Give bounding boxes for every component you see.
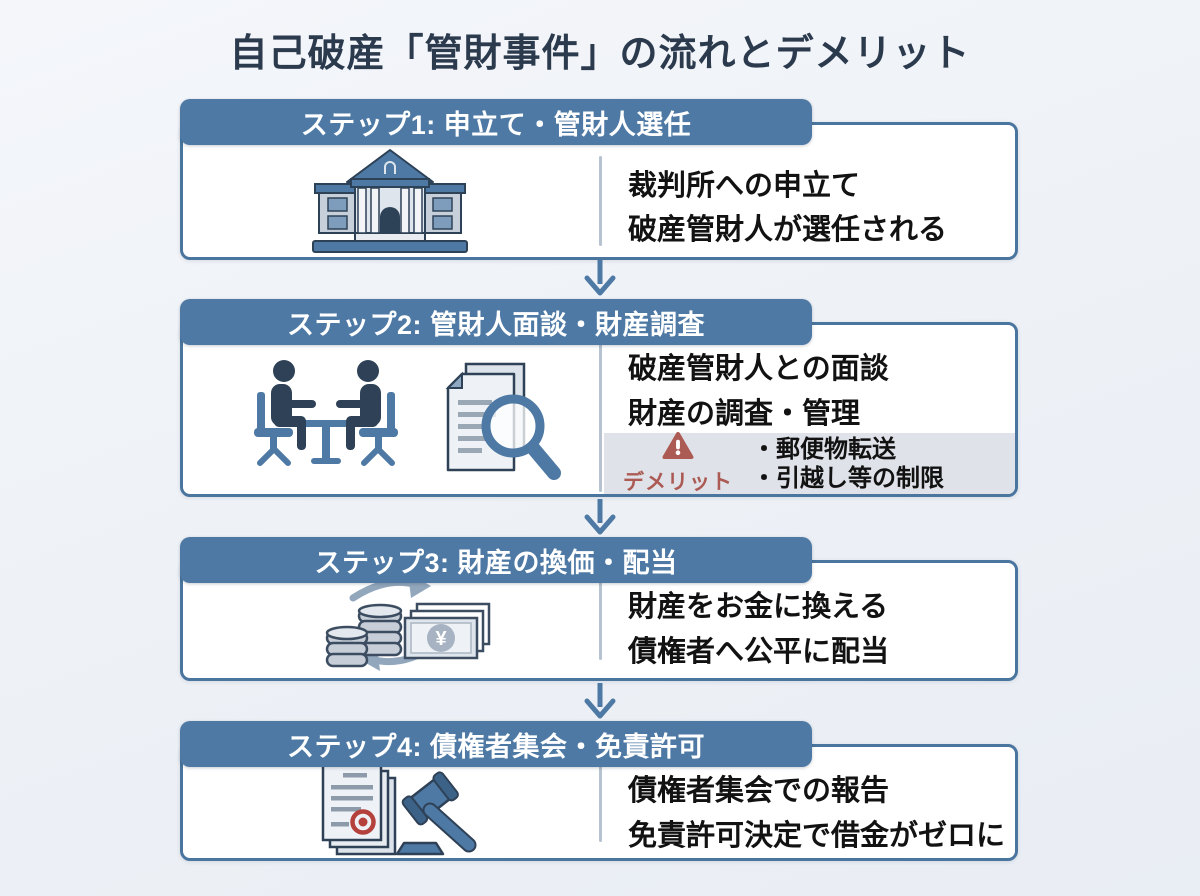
step3-divider (599, 582, 602, 660)
step2-line2: 財産の調査・管理 (628, 398, 861, 430)
arrow-down-icon (582, 498, 618, 541)
demerit-label: デメリット (623, 471, 733, 494)
step1-header: ステップ1: 申立て・管財人選任 (180, 99, 812, 145)
demerit-box: デメリット ・郵便物転送 ・引越し等の制限 (604, 431, 1015, 496)
arrow-down-icon (582, 682, 618, 725)
step2-header-label: ステップ2: 管財人面談・財産調査 (286, 309, 705, 340)
demerit-item2: ・引越し等の制限 (752, 464, 944, 492)
step1-divider (599, 156, 602, 246)
document-search-icon (428, 358, 566, 491)
step4-divider (599, 766, 602, 842)
page-title: 自己破産「管財事件」の流れとデメリット (229, 33, 971, 75)
step4-description: 債権者集会での報告 免責許可決定で借金がゼロに (628, 769, 1005, 859)
step1-line2: 破産管財人が選任される (628, 214, 948, 246)
demerit-label-group: デメリット (604, 431, 752, 496)
step1-line1: 裁判所への申立て (628, 170, 861, 202)
step3-line1: 財産をお金に換える (628, 591, 889, 623)
step4-header-label: ステップ4: 債権者集会・免責許可 (286, 731, 705, 762)
step3-description: 財産をお金に換える 債権者へ公平に配当 (628, 585, 889, 675)
step3-header-label: ステップ3: 財産の換価・配当 (314, 547, 678, 578)
courthouse-icon (295, 146, 485, 261)
step2-divider (599, 342, 602, 492)
demerit-item1: ・郵便物転送 (752, 435, 896, 463)
step2-description: 破産管財人との面談 財産の調査・管理 (628, 347, 889, 437)
step4-line1: 債権者集会での報告 (628, 775, 890, 807)
step2-header: ステップ2: 管財人面談・財産調査 (180, 299, 812, 345)
documents-gavel-icon (303, 758, 488, 863)
warning-icon (661, 431, 695, 465)
step3-line2: 債権者へ公平に配当 (628, 636, 890, 668)
step4-header: ステップ4: 債権者集会・免責許可 (180, 721, 812, 767)
step4-line2: 免責許可決定で借金がゼロに (628, 820, 1006, 852)
demerit-items: ・郵便物転送 ・引越し等の制限 (752, 435, 944, 493)
meeting-icon (237, 356, 415, 489)
money-exchange-icon: ¥ (295, 570, 495, 677)
step1-header-label: ステップ1: 申立て・管財人選任 (300, 109, 692, 140)
step2-line1: 破産管財人との面談 (628, 353, 889, 385)
arrow-down-icon (582, 259, 618, 302)
yen-symbol: ¥ (435, 628, 447, 650)
step1-description: 裁判所への申立て 破産管財人が選任される (628, 164, 947, 252)
step3-header: ステップ3: 財産の換価・配当 (180, 537, 812, 583)
